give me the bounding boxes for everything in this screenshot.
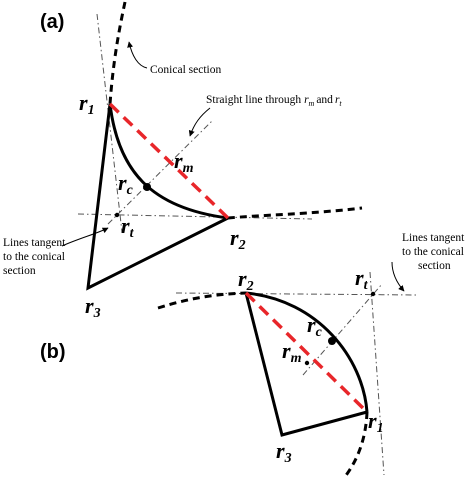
panel-b-conic-lower-dashed [342, 411, 369, 479]
panel-b-label-rm: rm [282, 338, 302, 366]
panel-b-tangent-note-line2: to the conical [402, 246, 464, 258]
panel-b-label: (b) [40, 341, 66, 363]
panel-a-label-r3: r3 [85, 293, 101, 321]
panel-a-label-rt: rt [121, 213, 135, 241]
panel-a-tangent-note-line1: Lines tangent [3, 237, 66, 249]
panel-b-point-rm [304, 360, 310, 366]
panel-a-tangent-note-line3: section [3, 265, 36, 277]
panel-a-conical-section-note: Conical section [150, 64, 221, 76]
panel-a-tangent-note-line2: to the conical [3, 251, 65, 263]
panel-a-triangle [86, 103, 229, 291]
panel-a-chord-r1-r2 [108, 102, 230, 220]
panel-a-conic-arc [108, 103, 229, 220]
panel-a-label-r1: r1 [79, 90, 95, 118]
panel-a-label: (a) [40, 11, 64, 33]
panel-a-conical-section-leader [127, 41, 148, 69]
panel-b-point-rt [370, 291, 376, 297]
panel-b-label-rt: rt [355, 265, 369, 293]
panel-b-chord-r2-r1 [244, 291, 369, 414]
panel-a-point-rt [114, 212, 120, 218]
panel-b-tangent-line-vertical [369, 271, 385, 476]
panel-b-label-r2: r2 [238, 266, 254, 294]
panel-b-label-r1: r1 [368, 408, 384, 436]
panel-b-conic-arc [245, 291, 369, 413]
panel-a-label-rc: rc [118, 170, 134, 198]
panel-b-label-rc: rc [307, 312, 323, 340]
panel-b-tangent-note-line1: Lines tangent [402, 232, 465, 244]
panel-b: (b) r2 r1 r3 rc rm rt Lines tangent to t… [40, 232, 465, 479]
panel-a-tangent-line-horizontal [77, 213, 313, 220]
panel-b-conic-left-dashed [157, 291, 247, 310]
panel-a-conic-upper-dashed [108, 1, 127, 105]
panel-a-point-rc [143, 183, 151, 191]
panel-b-label-r3: r3 [276, 438, 292, 466]
panel-a-straight-line-leader [188, 107, 211, 137]
panel-a-label-r2: r2 [230, 225, 246, 253]
panel-b-line-through-rm-rt [302, 283, 383, 376]
panel-b-polygon [244, 292, 368, 437]
panel-b-tangent-line-horizontal [175, 292, 419, 296]
panel-a-line-through-rm-rt [107, 120, 213, 225]
panel-b-tangent-leader [391, 261, 405, 292]
panel-b-point-rc [328, 337, 336, 345]
panel-a: (a) r1 r2 r3 rm rc rt Conical section St… [3, 1, 363, 321]
panel-a-conic-right-dashed [227, 206, 363, 220]
panel-a-label-rm: rm [174, 148, 194, 176]
panel-a-tangent-leader [61, 227, 109, 247]
panel-b-tangent-note-line3: section [418, 260, 451, 272]
panel-a-tangent-line-vertical [96, 13, 123, 233]
